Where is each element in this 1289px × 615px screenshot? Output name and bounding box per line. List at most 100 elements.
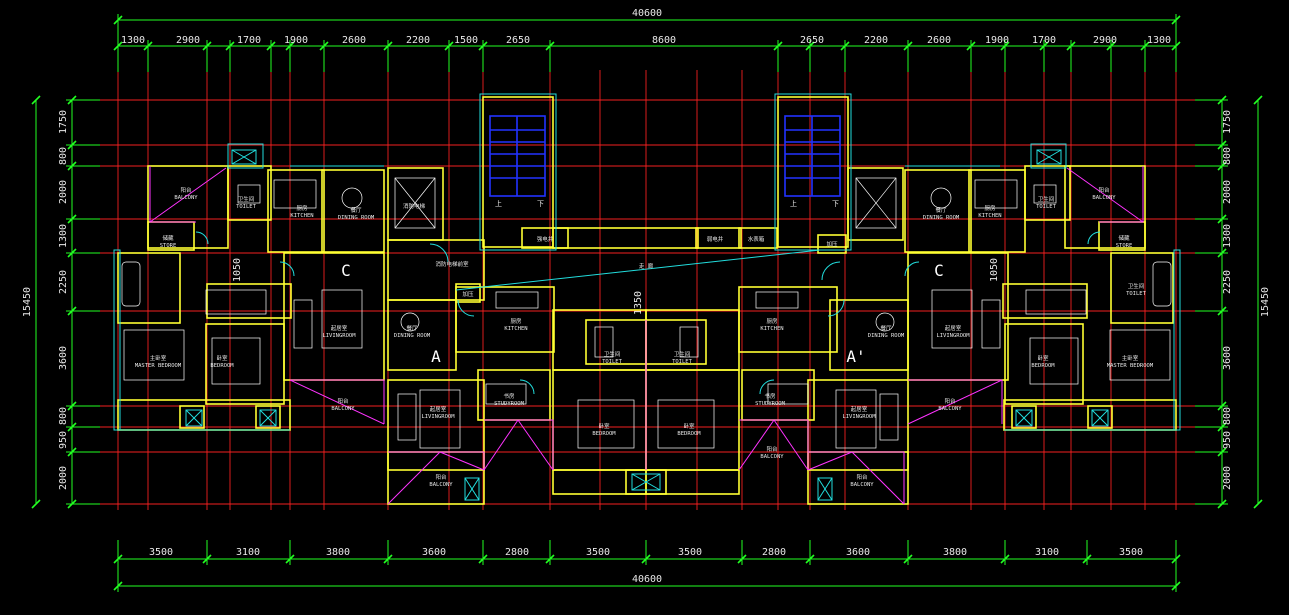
top-dim-11: 2200 [864, 35, 888, 46]
room-label-en: BEDROOM [592, 431, 616, 437]
bottom-dim-7: 3500 [678, 547, 702, 558]
room-label-cn: 阳台 [1098, 186, 1110, 194]
top-dim-14: 1700 [1032, 35, 1056, 46]
room-label-en: MASTER BEDROOM [1107, 363, 1154, 369]
room-label-cn: 卧室 [1037, 354, 1049, 362]
dimension-lines [31, 14, 1263, 592]
right-dim-4: 1300 [1222, 224, 1233, 248]
room-label-en: TOILET [236, 204, 257, 210]
top-dim-10: 2650 [800, 35, 824, 46]
top-dim-1: 1300 [121, 35, 145, 46]
left-dim-2: 800 [58, 147, 69, 165]
room-label-cn: 消防电梯前室 [435, 260, 469, 268]
axis-grid [100, 70, 1195, 510]
top-dim-6: 2200 [406, 35, 430, 46]
left-dim-4: 1300 [58, 224, 69, 248]
room-label-cn: 消防电梯 [403, 202, 426, 210]
pressurization-right: 加压 [826, 240, 838, 248]
room-label-cn: 书房 [764, 392, 776, 400]
bottom-dim-6: 3500 [586, 547, 610, 558]
top-dim-4: 1900 [284, 35, 308, 46]
unit-labels: C A A' C [341, 261, 944, 366]
top-dim-2: 2900 [176, 35, 200, 46]
inner-dim-1050-right: 1050 [989, 258, 1000, 282]
room-label-cn: 主卧室 [1122, 354, 1139, 362]
room-label-en: TOILET [1126, 291, 1147, 297]
unit-label-c-right: C [934, 261, 944, 280]
room-label-cn: 餐厅 [880, 324, 892, 332]
top-dim-3: 1700 [237, 35, 261, 46]
right-dim-3: 2000 [1222, 180, 1233, 204]
stair-left-up: 上 [495, 199, 502, 208]
right-dim-2: 800 [1222, 147, 1233, 165]
stair-right-up: 上 [790, 199, 797, 208]
room-label-cn: 卫生间 [1128, 282, 1145, 290]
room-label-en: BALCONY [850, 482, 874, 488]
left-dim-8: 950 [58, 431, 69, 449]
room-label-en: BEDROOM [677, 431, 701, 437]
room-label-cn: 阳台 [856, 473, 868, 481]
room-label-cn: 储藏 [1118, 234, 1130, 242]
room-label-cn: 储藏 [162, 234, 174, 242]
room-label-en: BALCONY [760, 454, 784, 460]
room-label-cn: 厨房 [766, 317, 778, 325]
room-label-cn: 厨房 [510, 317, 522, 325]
unit-label-a-prime: A' [846, 347, 865, 366]
room-label-cn: 书房 [503, 392, 515, 400]
room-label-cn: 卫生间 [238, 195, 255, 203]
room-label-cn: 卫生间 [604, 350, 621, 358]
room-label-en: BALCONY [429, 482, 453, 488]
windows-envelope [113, 93, 1181, 431]
room-label-en: TOILET [602, 359, 623, 365]
bottom-dim-5: 2800 [505, 547, 529, 558]
top-dim-9: 8600 [652, 35, 676, 46]
unit-label-c-left: C [341, 261, 351, 280]
top-dim-15: 2900 [1093, 35, 1117, 46]
room-label-cn: 餐厅 [406, 324, 418, 332]
bottom-dim-2: 3100 [236, 547, 260, 558]
right-dim-9: 2000 [1222, 466, 1233, 490]
room-label-cn: 厨房 [296, 204, 308, 212]
room-label-en: STUDYROOM [494, 401, 524, 407]
corridor-label: 走 廊 [639, 262, 654, 270]
furniture [121, 177, 1172, 449]
room-label-cn: 强电井 [537, 235, 554, 243]
room-label-en: TOILET [672, 359, 693, 365]
room-label-cn: 厨房 [984, 204, 996, 212]
room-label-en: MASTER BEDROOM [135, 363, 182, 369]
room-label-en: STUDYROOM [755, 401, 785, 407]
bottom-dim-10: 3800 [943, 547, 967, 558]
room-label-en: BALCONY [331, 406, 355, 412]
top-dim-8: 2650 [506, 35, 530, 46]
vent-shafts [185, 149, 1109, 501]
stairs [489, 115, 841, 197]
top-dim-5: 2600 [342, 35, 366, 46]
balcony-outlines [149, 166, 1144, 505]
room-label-en: DINING ROOM [338, 215, 375, 221]
misc-labels: 上 下 上 下 走 廊 加压 加压 [462, 199, 839, 298]
room-label-cn: 卫生间 [1038, 195, 1055, 203]
room-label-en: BEDROOM [1031, 363, 1055, 369]
bottom-dim-8: 2800 [762, 547, 786, 558]
room-label-en: DINING ROOM [868, 333, 905, 339]
left-total-dimension: 15450 [22, 287, 33, 317]
left-dim-5: 2250 [58, 270, 69, 294]
room-label-en: BALCONY [174, 195, 198, 201]
room-label-en: STORE [160, 243, 177, 249]
room-label-en: TOILET [1036, 204, 1057, 210]
right-dim-6: 3600 [1222, 346, 1233, 370]
room-label-en: BEDROOM [210, 363, 234, 369]
right-dim-5: 2250 [1222, 270, 1233, 294]
top-dim-13: 1900 [985, 35, 1009, 46]
room-label-cn: 起居室 [331, 324, 348, 332]
inner-dim-1050-left: 1050 [232, 258, 243, 282]
bottom-dim-1: 3500 [149, 547, 173, 558]
stair-left-down: 下 [537, 200, 544, 208]
bottom-dim-4: 3600 [422, 547, 446, 558]
dimension-ticks [66, 40, 1228, 565]
room-label-en: KITCHEN [290, 213, 313, 219]
room-label-en: DINING ROOM [923, 215, 960, 221]
room-label-cn: 起居室 [430, 405, 447, 413]
